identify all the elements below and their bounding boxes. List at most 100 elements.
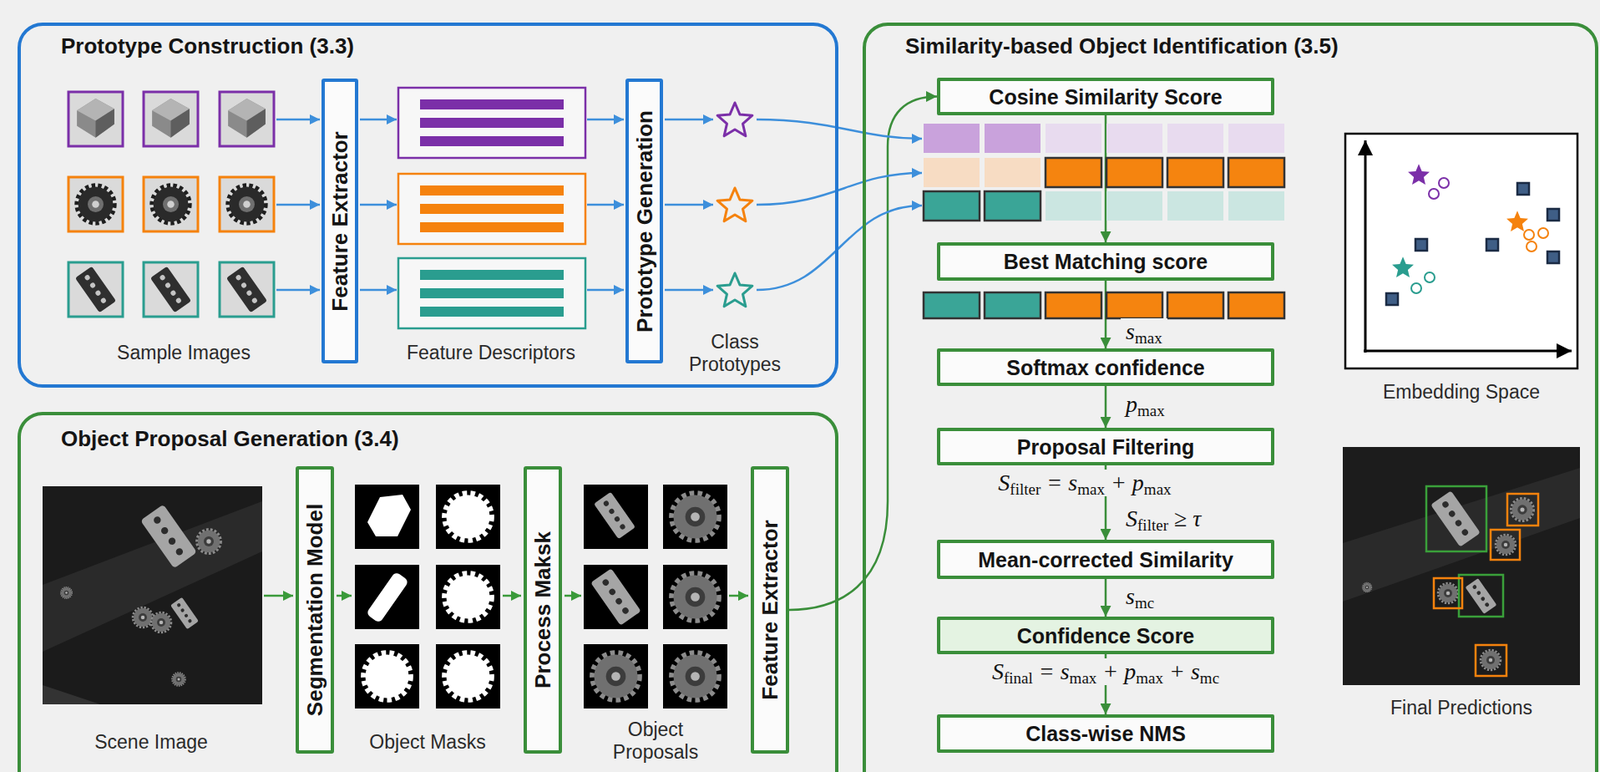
flow-arrows-part (359, 203, 397, 207)
scene-image-part (151, 612, 172, 633)
object-masks-part (445, 573, 491, 619)
final-predictions-image-part (1426, 486, 1539, 676)
feature-descriptors-part (420, 288, 564, 299)
box-label: Feature Extractor (757, 519, 783, 699)
embedding-plot-part (1411, 283, 1422, 294)
sample-images-part (227, 98, 266, 138)
embedding-plot-part-part (1517, 182, 1530, 195)
feature-descriptors-part (420, 117, 564, 128)
flow-arrows (276, 119, 922, 290)
flow-arrows-part (587, 288, 624, 292)
sample-images-part (77, 186, 115, 223)
subscript: mc (1134, 593, 1155, 612)
flow-arrows-part (276, 118, 320, 122)
sample-images-part (152, 186, 190, 223)
process-box: Softmax confidence (936, 348, 1275, 386)
flow-arrows (263, 594, 749, 598)
final-predictions-image-part (1465, 577, 1498, 614)
similarity-matrix-part (1106, 157, 1163, 188)
similarity-matrix-part (1167, 157, 1224, 188)
scene-image-part (172, 672, 185, 685)
flow-arrows-part (336, 594, 352, 598)
feature-descriptors-part (420, 185, 564, 196)
flow-arrows-part (664, 203, 714, 207)
similarity-matrix-part (1045, 123, 1102, 153)
flow-arrows-part (564, 594, 582, 598)
caption-label: Sample Images (116, 341, 251, 365)
object-proposals-part (672, 493, 718, 539)
final-predictions-image-part (1511, 498, 1534, 521)
subscript: filter (1137, 516, 1169, 534)
box-label: Cosine Similarity Score (988, 84, 1222, 110)
final-predictions-image-part (1481, 650, 1501, 670)
class-prototype-stars-part (717, 102, 753, 137)
final-predictions-image-part-part (1426, 486, 1487, 552)
caption-label: Object Proposals (601, 718, 710, 764)
final-predictions-image-part-part (1475, 644, 1507, 676)
embedding-plot-part (1364, 140, 1368, 353)
vertical-stage-box: Feature Extractor (321, 78, 359, 364)
final-predictions-image-part-part (1490, 529, 1520, 560)
object-proposals-part (672, 573, 718, 619)
class-prototype-stars-part (717, 273, 753, 307)
caption-label: Embedding Space (1382, 380, 1540, 404)
embedding-plot-part (1424, 272, 1435, 283)
object-proposals-part (663, 484, 728, 549)
object-masks-part (367, 494, 411, 537)
box-label: Best Matching score (1003, 248, 1209, 274)
object-proposals-part (583, 643, 649, 709)
similarity-matrix-part (923, 157, 980, 188)
similarity-matrix-part (984, 157, 1041, 188)
similarity-matrix-part (1228, 123, 1285, 153)
subscript: max (1137, 401, 1165, 420)
similarity-matrix-part (1167, 191, 1224, 221)
formula-label: Sfinal = smax + pmax + smc (987, 658, 1225, 685)
flow-arrows-part (276, 203, 320, 207)
similarity-matrix-part (923, 191, 980, 221)
sample-images-part (219, 91, 274, 147)
similarity-matrix-part (1045, 157, 1102, 188)
caption-label: Final Predictions (1390, 696, 1533, 719)
flow-arrows-part (263, 594, 294, 598)
object-masks-part (354, 564, 420, 629)
vertical-stage-box: Feature Extractor (750, 465, 790, 754)
vertical-stage-box: Segmentation Model (295, 465, 335, 754)
sample-images-part (219, 177, 274, 232)
box-label: Proposal Filtering (1017, 434, 1195, 460)
final-predictions-image-part-part (1433, 577, 1463, 608)
sample-images-part (68, 262, 123, 317)
sample-images-part (219, 262, 274, 317)
embedding-plot-part (1386, 182, 1560, 305)
process-box: Cosine Similarity Score (936, 77, 1275, 116)
panel-title: Prototype Construction (3.3) (60, 33, 355, 59)
sample-images-part (68, 177, 123, 232)
similarity-matrix-part (984, 123, 1041, 153)
embedding-plot-part-part (1547, 208, 1560, 221)
sample-images-part (68, 91, 123, 147)
embedding-plot-part (1428, 188, 1439, 199)
process-box: Confidence Score (936, 616, 1275, 654)
similarity-matrix-part (1167, 123, 1224, 153)
object-masks-part (364, 653, 410, 699)
feature-descriptors-part (398, 258, 586, 329)
embedding-plot-part (1392, 256, 1414, 278)
sample-images (68, 91, 274, 317)
embedding-plot (1345, 133, 1578, 369)
sample-images-part (228, 186, 266, 223)
embedding-plot-part (1407, 163, 1430, 185)
object-proposals (583, 484, 728, 709)
best-match-row-part (1045, 292, 1102, 319)
vertical-stage-box: Process Maksk (523, 465, 563, 754)
sample-images-part (143, 177, 198, 232)
box-label: Confidence Score (1017, 622, 1195, 649)
object-proposals-part (672, 653, 718, 699)
embedding-plot-part (1526, 241, 1537, 252)
object-proposals-part (590, 567, 641, 625)
scene-image-part (170, 597, 199, 629)
object-masks-part (445, 653, 491, 699)
similarity-matrix (923, 123, 1285, 221)
object-masks (354, 484, 501, 709)
flow-arrows-part (664, 288, 714, 292)
final-predictions-image-part (1342, 446, 1580, 685)
box-label: Process Maksk (530, 531, 556, 689)
